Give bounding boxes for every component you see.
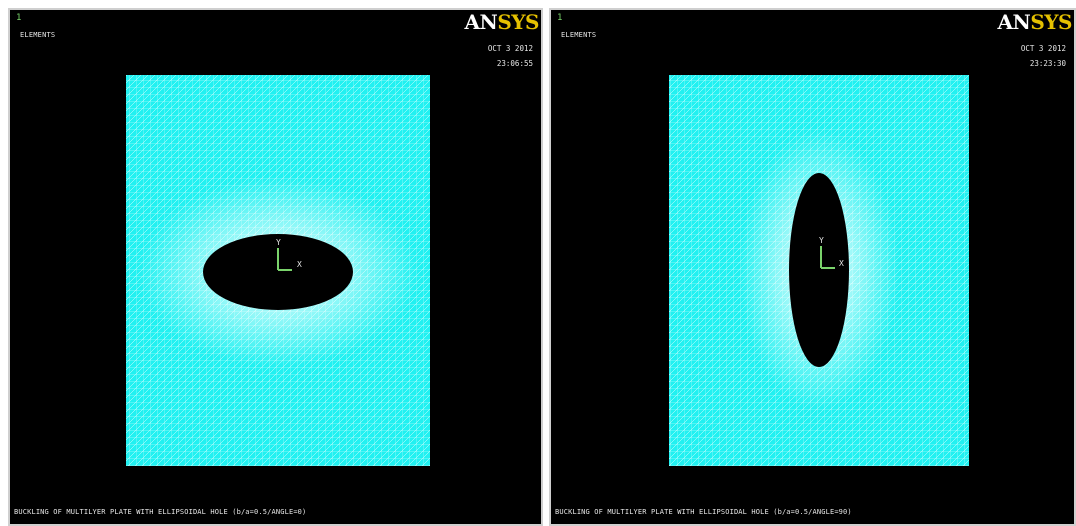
- mesh-plot-left[interactable]: Y X: [10, 10, 541, 524]
- logo-part1: AN: [997, 10, 1031, 34]
- triad-y-label: Y: [276, 238, 281, 247]
- plot-time: 23:23:30: [1029, 59, 1066, 68]
- elliptical-hole: [789, 173, 849, 367]
- plot-time: 23:06:55: [496, 59, 533, 68]
- ansys-logo: ANSYS: [464, 10, 540, 34]
- coordinate-triad: Y X: [819, 236, 844, 269]
- triad-x-label: X: [839, 259, 844, 268]
- window-number: 1: [557, 13, 563, 23]
- elliptical-hole: [203, 234, 353, 310]
- plot-title: BUCKLING OF MULTILYER PLATE WITH ELLIPSO…: [555, 508, 852, 516]
- logo-part2: SYS: [497, 10, 539, 34]
- plot-title: BUCKLING OF MULTILYER PLATE WITH ELLIPSO…: [14, 508, 307, 516]
- display-mode-label: ELEMENTS: [561, 31, 597, 39]
- plot-date: OCT 3 2012: [1020, 44, 1066, 53]
- logo-part1: AN: [464, 10, 498, 34]
- mesh-plot-right[interactable]: Y X: [551, 10, 1074, 524]
- display-mode-label: ELEMENTS: [20, 31, 56, 39]
- graphics-viewport-left[interactable]: Y X 1 ELEMENTS ANSYS OCT 3 2012 23:06:55…: [8, 8, 543, 526]
- window-number: 1: [16, 13, 22, 23]
- graphics-viewport-right[interactable]: Y X 1 ELEMENTS ANSYS OCT 3 2012 23:23:30…: [549, 8, 1076, 526]
- logo-part2: SYS: [1030, 10, 1072, 34]
- triad-x-label: X: [297, 260, 302, 269]
- coordinate-triad: Y X: [276, 238, 302, 271]
- triad-y-label: Y: [819, 236, 824, 245]
- ansys-logo: ANSYS: [997, 10, 1073, 34]
- plot-date: OCT 3 2012: [487, 44, 533, 53]
